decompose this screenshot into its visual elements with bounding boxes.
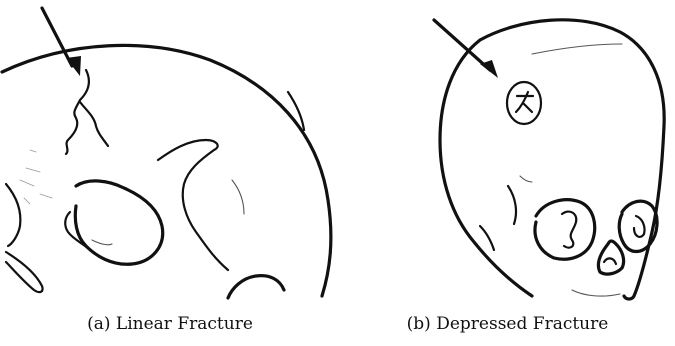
- maxilla-line: [572, 290, 620, 296]
- nasal-septum: [604, 258, 616, 264]
- caption-depressed-fracture: (b) Depressed Fracture: [340, 314, 675, 334]
- coronal-suture: [532, 44, 622, 54]
- right-eye-socket: [619, 201, 657, 251]
- maxilla-edge: [6, 252, 43, 292]
- eye-orbit: [75, 181, 162, 264]
- cranium-outline: [2, 45, 331, 296]
- pointer-arrow: [42, 8, 81, 76]
- skull-front-view-sketch: [340, 0, 675, 310]
- linear-fracture-line: [66, 70, 89, 154]
- parietal-shading: [232, 180, 244, 214]
- fracture-branch: [80, 102, 108, 146]
- arrow-head: [66, 56, 81, 76]
- pointer-arrow: [434, 20, 498, 78]
- skull-side-view-sketch: [0, 0, 340, 310]
- right-socket-inner: [634, 216, 645, 237]
- nasal-edge: [6, 184, 20, 246]
- sketch-hatching: [20, 150, 52, 204]
- cheekbone-left: [480, 226, 494, 250]
- left-socket-inner: [562, 212, 576, 248]
- brow-shading: [520, 176, 532, 182]
- orbit-detail: [92, 240, 112, 245]
- fracture-cracks: [516, 92, 533, 112]
- depressed-fracture-mark: [507, 82, 541, 124]
- panel-linear-fracture: (a) Linear Fracture: [0, 0, 340, 346]
- left-eye-socket: [535, 200, 595, 260]
- zygomatic-arch: [228, 276, 284, 298]
- panel-depressed-fracture: (b) Depressed Fracture: [340, 0, 675, 346]
- temporal-ridge: [158, 140, 228, 270]
- caption-linear-fracture: (a) Linear Fracture: [0, 314, 340, 334]
- brow-ridge: [508, 186, 516, 224]
